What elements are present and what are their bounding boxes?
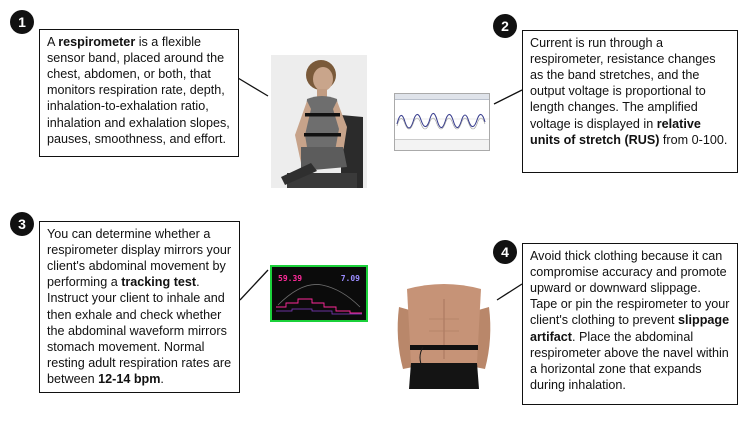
step-1-textbox: A respirometer is a flexible sensor band… bbox=[39, 29, 239, 157]
step-4-badge: 4 bbox=[493, 240, 517, 264]
step-1-number: 1 bbox=[18, 14, 26, 30]
tracking-left-value: 59.39 bbox=[278, 274, 303, 283]
step-1-text-b: is a flexible sensor band, placed around… bbox=[47, 35, 230, 146]
step-3-number: 3 bbox=[18, 216, 26, 232]
step-4-term-slippage-artifact: slippage artifact bbox=[530, 313, 730, 344]
connector-line-1 bbox=[237, 77, 269, 97]
step-4-textbox: Avoid thick clothing because it can comp… bbox=[522, 243, 738, 405]
step-4-number: 4 bbox=[501, 244, 509, 260]
tracking-waveform-plot bbox=[276, 284, 362, 315]
tracking-right-value: 7.09 bbox=[340, 274, 360, 283]
step-3-text-a: You can determine whether a respirometer… bbox=[47, 227, 232, 290]
respiration-waveform-plot bbox=[395, 112, 489, 130]
step-2-term-rus: relative units of stretch (RUS) bbox=[530, 116, 701, 147]
tracking-test-screenshot: 59.39 7.09 bbox=[270, 265, 368, 322]
step-3-text-b: . Instruct your client to inhale and the… bbox=[47, 275, 232, 386]
woman-with-respirometer-photo bbox=[271, 55, 367, 188]
connector-line-4 bbox=[496, 283, 523, 301]
step-2-badge: 2 bbox=[493, 14, 517, 38]
step-1-term-respirometer: respirometer bbox=[58, 35, 136, 49]
step-4-text-b: . Place the abdominal respirometer above… bbox=[530, 329, 729, 392]
step-3-badge: 3 bbox=[10, 212, 34, 236]
step-1-badge: 1 bbox=[10, 10, 34, 34]
respiration-waveform-screenshot bbox=[394, 93, 490, 151]
step-3-term-tracking-test: tracking test bbox=[121, 275, 197, 290]
step-3-textbox: You can determine whether a respirometer… bbox=[39, 221, 240, 393]
abdominal-respirometer-photo bbox=[393, 279, 495, 389]
step-3-term-bpm: 12-14 bpm bbox=[98, 371, 161, 386]
step-2-textbox: Current is run through a respirometer, r… bbox=[522, 30, 738, 173]
step-1-text-a: A bbox=[47, 35, 59, 49]
step-4-text-a: Avoid thick clothing because it can comp… bbox=[530, 249, 730, 328]
step-2-number: 2 bbox=[501, 18, 509, 34]
connector-line-3 bbox=[239, 269, 269, 301]
step-2-text-b: from 0-100. bbox=[659, 132, 728, 147]
graph-window-header bbox=[395, 94, 489, 100]
connector-line-2 bbox=[493, 89, 523, 105]
graph-data-table bbox=[395, 139, 489, 150]
step-3-text-c: . bbox=[160, 371, 164, 386]
step-2-text-a: Current is run through a respirometer, r… bbox=[530, 36, 716, 131]
